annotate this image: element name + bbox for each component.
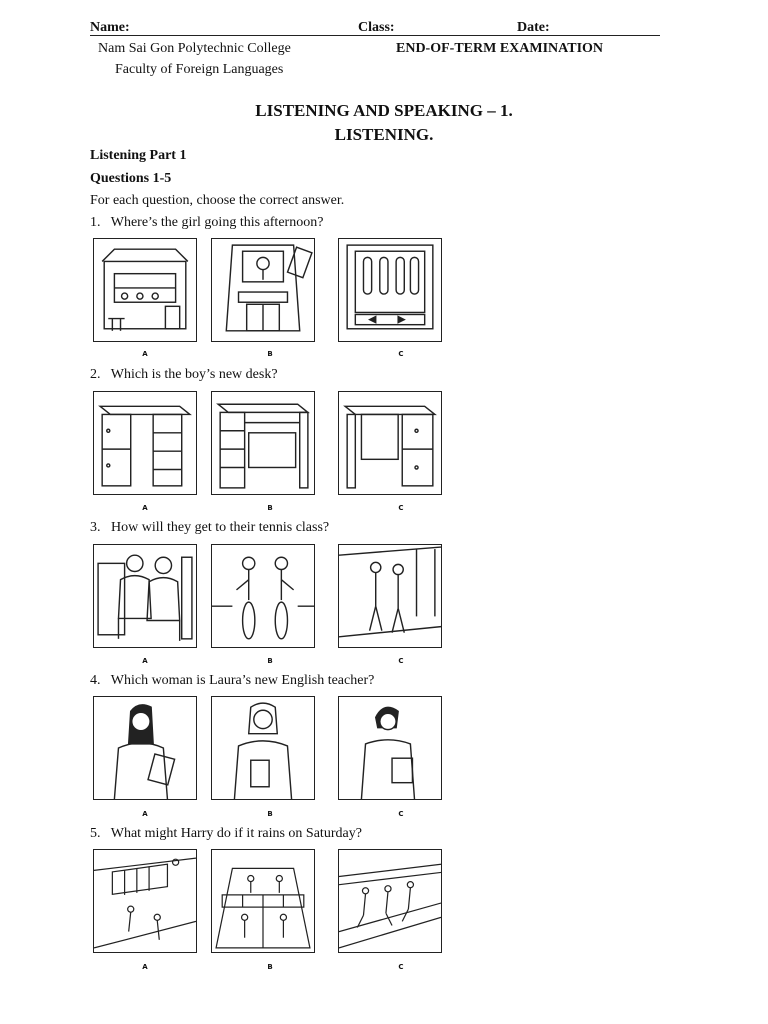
- bus-picture[interactable]: [93, 544, 197, 648]
- option-c-label: C: [398, 350, 404, 358]
- running-picture[interactable]: [338, 849, 442, 953]
- option-c-label: C: [398, 504, 404, 512]
- question-1: 1. Where’s the girl going this afternoon…: [90, 215, 323, 231]
- question-2: 2. Which is the boy’s new desk?: [90, 367, 278, 383]
- question-text: Where’s the girl going this afternoon?: [110, 215, 324, 230]
- walking-picture[interactable]: [338, 544, 442, 648]
- option-a-label: A: [142, 504, 148, 512]
- question-number: 5.: [90, 826, 101, 841]
- option-c-label: C: [398, 810, 404, 818]
- option-c-label: C: [398, 963, 404, 971]
- question-text: What might Harry do if it rains on Satur…: [110, 826, 362, 841]
- desk-with-side-drawers-picture[interactable]: [338, 391, 442, 495]
- header-underline: [90, 35, 660, 36]
- page-title: LISTENING AND SPEAKING – 1.: [255, 101, 513, 120]
- part-heading: Listening Part 1: [90, 148, 187, 163]
- question-number: 4.: [90, 673, 101, 688]
- option-b-label: B: [267, 657, 273, 665]
- question-5: 5. What might Harry do if it rains on Sa…: [90, 826, 362, 842]
- faculty-name: Faculty of Foreign Languages: [115, 62, 284, 77]
- bicycles-picture[interactable]: [211, 544, 315, 648]
- date-label: Date:: [517, 20, 550, 35]
- woman-short-hair-picture[interactable]: [338, 696, 442, 800]
- cinema-picture[interactable]: [211, 238, 315, 342]
- question-text: Which is the boy’s new desk?: [110, 367, 278, 382]
- question-number: 2.: [90, 367, 101, 382]
- option-b-label: B: [267, 963, 273, 971]
- option-a-label: A: [142, 657, 148, 665]
- exam-title: END-OF-TERM EXAMINATION: [396, 41, 604, 56]
- question-4: 4. Which woman is Laura’s new English te…: [90, 673, 374, 689]
- cafe-picture[interactable]: [93, 238, 197, 342]
- shop-window-picture[interactable]: [338, 238, 442, 342]
- questions-heading: Questions 1-5: [90, 171, 172, 186]
- question-text: Which woman is Laura’s new English teach…: [110, 673, 375, 688]
- college-name: Nam Sai Gon Polytechnic College: [98, 41, 291, 56]
- page-subtitle: LISTENING.: [334, 125, 434, 144]
- question-number: 1.: [90, 215, 101, 230]
- question-text: How will they get to their tennis class?: [111, 520, 330, 535]
- desk-with-shelves-picture[interactable]: [93, 391, 197, 495]
- volleyball-picture[interactable]: [93, 849, 197, 953]
- option-a-label: A: [142, 350, 148, 358]
- name-label: Name:: [90, 20, 130, 35]
- woman-shoulder-hair-picture[interactable]: [211, 696, 315, 800]
- option-b-label: B: [267, 350, 273, 358]
- option-b-label: B: [267, 504, 273, 512]
- question-3: 3. How will they get to their tennis cla…: [90, 520, 329, 536]
- class-label: Class:: [358, 20, 395, 35]
- option-b-label: B: [267, 810, 273, 818]
- desk-with-drawers-picture[interactable]: [211, 391, 315, 495]
- instruction-text: For each question, choose the correct an…: [90, 193, 345, 208]
- question-number: 3.: [90, 520, 101, 535]
- woman-long-hair-picture[interactable]: [93, 696, 197, 800]
- option-a-label: A: [142, 810, 148, 818]
- badminton-picture[interactable]: [211, 849, 315, 953]
- option-a-label: A: [142, 963, 148, 971]
- option-c-label: C: [398, 657, 404, 665]
